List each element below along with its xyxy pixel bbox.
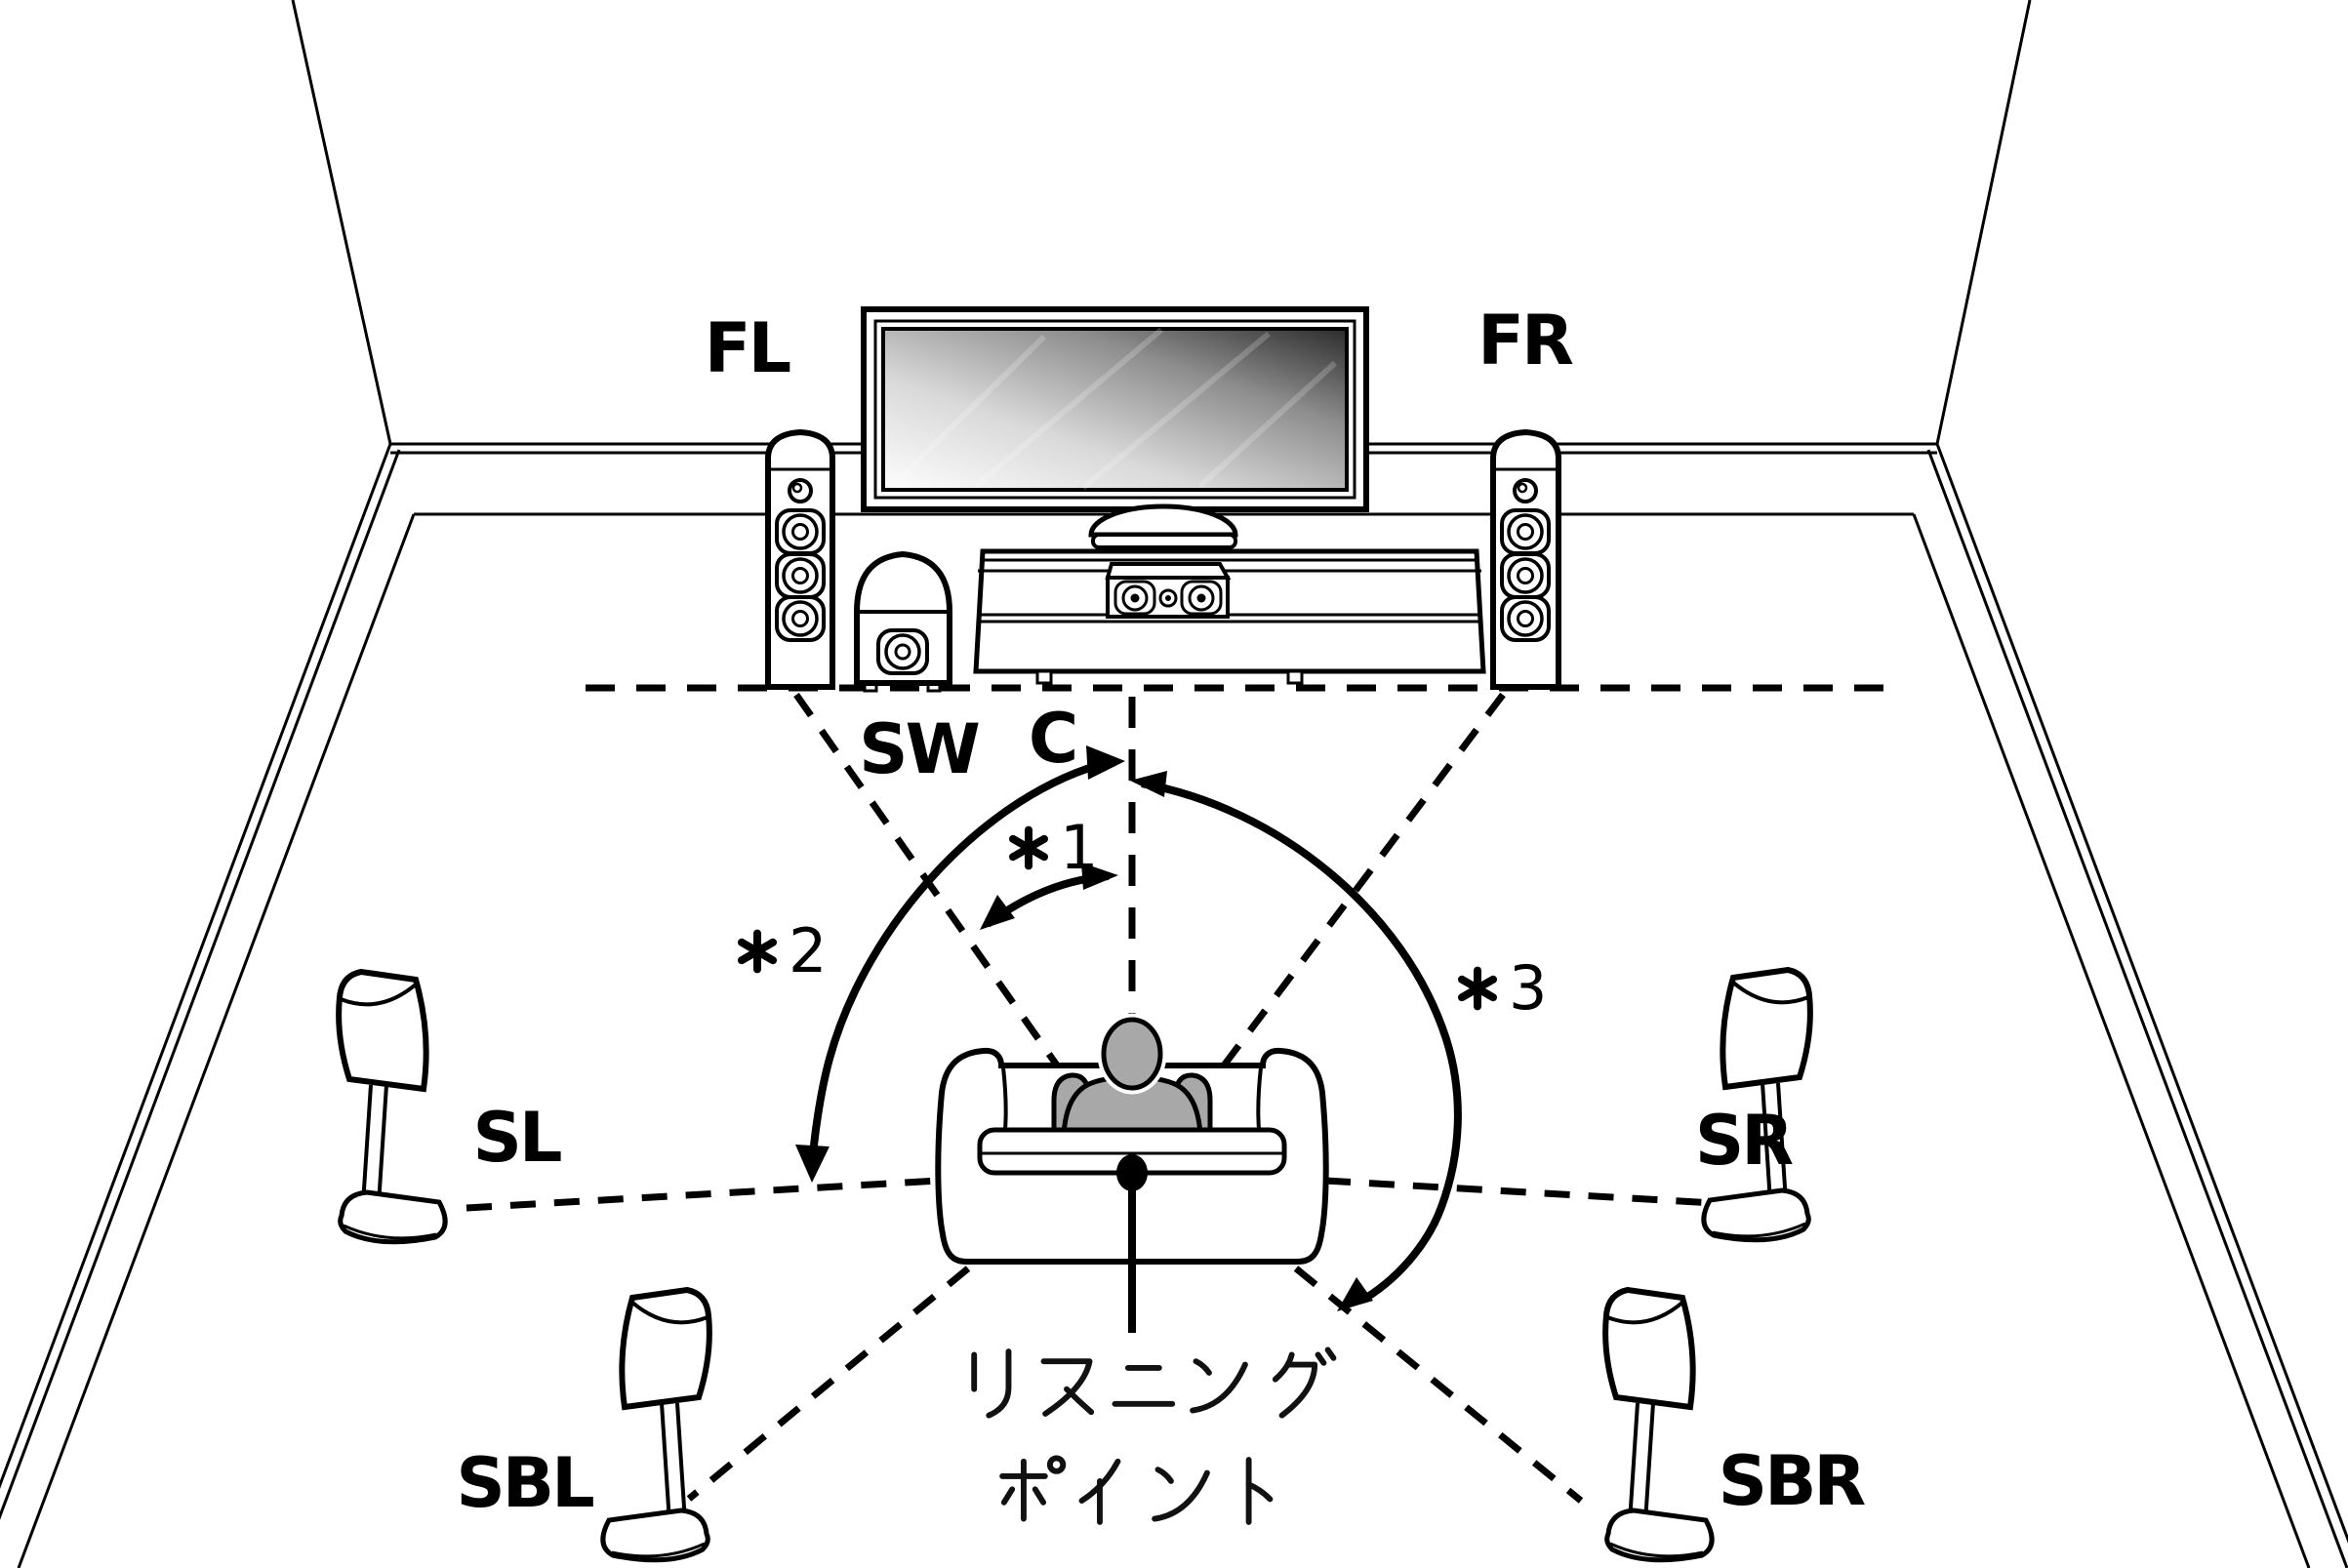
subwoofer-speaker xyxy=(854,550,952,693)
surround-left-speaker xyxy=(339,972,445,1242)
stand-leg xyxy=(1035,669,1053,685)
angle-arc-2 xyxy=(795,745,1125,1183)
angle-note-digit: 1 xyxy=(1060,812,1099,883)
label-surround-back-right: SBR xyxy=(1718,1441,1867,1521)
label-subwoofer: SW xyxy=(859,709,981,789)
stand-leg xyxy=(1286,669,1304,685)
angle-note-3: 3 xyxy=(1454,958,1547,1019)
label-surround-left: SL xyxy=(472,1098,562,1178)
front-left-speaker xyxy=(765,428,835,690)
listener-figure xyxy=(1047,1013,1217,1139)
surround-right-angle-line xyxy=(1324,1177,1800,1212)
surround-back-right-angle-line xyxy=(1293,1266,1584,1504)
angle-note-1: 1 xyxy=(1005,818,1098,878)
tv-screen xyxy=(881,327,1349,492)
angle-note-digit: 3 xyxy=(1509,952,1548,1024)
tv xyxy=(861,306,1369,549)
surround-back-right-speaker xyxy=(1605,1290,1712,1560)
asterisk-icon xyxy=(1009,825,1048,870)
arrowhead xyxy=(795,1145,830,1183)
arrowhead xyxy=(1081,863,1118,890)
angle-arc-1 xyxy=(980,863,1118,930)
tv-pedestal xyxy=(1088,503,1238,538)
angle-note-digit: 2 xyxy=(789,915,828,986)
front-right-speaker xyxy=(1490,428,1561,690)
label-surround-back-left: SBL xyxy=(456,1443,594,1523)
label-center: C xyxy=(1028,699,1078,779)
label-front-right: FR xyxy=(1478,301,1574,381)
arrowhead xyxy=(1337,1277,1373,1311)
front-right-angle-line xyxy=(1215,692,1506,1076)
listening-point-label-art xyxy=(974,1349,1333,1522)
angle-arc-3 xyxy=(1130,771,1462,1311)
angle-note-2: 2 xyxy=(734,921,827,982)
center-speaker xyxy=(1105,562,1232,619)
surround-left-angle-line xyxy=(466,1177,940,1212)
asterisk-icon xyxy=(738,929,777,974)
label-front-left: FL xyxy=(704,308,791,388)
listening-point-dot xyxy=(1116,1154,1148,1191)
surround-back-left-speaker xyxy=(603,1290,709,1560)
arrowhead xyxy=(1130,771,1167,797)
arrowhead xyxy=(980,895,1015,930)
listener-head xyxy=(1101,1017,1163,1091)
label-surround-right: SR xyxy=(1694,1101,1794,1181)
arrowhead xyxy=(1086,745,1125,780)
asterisk-icon xyxy=(1458,966,1497,1011)
surround-back-left-angle-line xyxy=(686,1266,971,1502)
